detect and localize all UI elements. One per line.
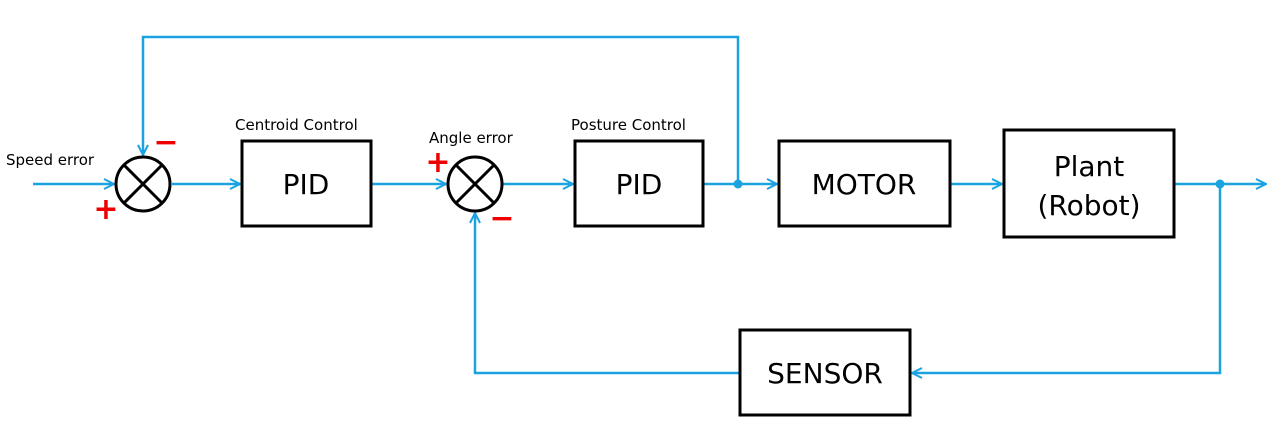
sum2-plus-sign: + bbox=[425, 145, 450, 180]
speed-error-label: Speed error bbox=[6, 151, 95, 169]
sensor-to-sum2-line bbox=[475, 213, 740, 375]
pid-posture-block bbox=[573, 139, 705, 228]
summing-junction-1 bbox=[114, 155, 172, 213]
sensor-block bbox=[738, 328, 912, 417]
pid-posture-label: PID bbox=[616, 168, 663, 201]
plant-block bbox=[1002, 128, 1176, 239]
plant-label-line2: (Robot) bbox=[1037, 189, 1140, 222]
pid-centroid-block bbox=[240, 139, 373, 228]
outer-feedback-line bbox=[143, 35, 740, 184]
sensor-feedback-line bbox=[912, 184, 1222, 373]
plant-label-line1: Plant bbox=[1054, 150, 1125, 183]
sum1-plus-sign: + bbox=[93, 192, 118, 227]
centroid-control-label: Centroid Control bbox=[235, 116, 358, 134]
posture-control-label: Posture Control bbox=[571, 116, 686, 134]
output-junction-dot bbox=[1215, 179, 1225, 189]
sensor-label: SENSOR bbox=[767, 357, 883, 390]
motor-label: MOTOR bbox=[812, 168, 917, 201]
motor-input-junction-dot bbox=[733, 179, 743, 189]
summing-junction-2 bbox=[446, 155, 504, 213]
pid-centroid-label: PID bbox=[283, 168, 330, 201]
angle-error-label: Angle error bbox=[429, 129, 514, 147]
sum2-minus-sign: − bbox=[489, 201, 514, 236]
motor-block bbox=[777, 139, 952, 228]
sum1-minus-sign: − bbox=[153, 125, 178, 160]
